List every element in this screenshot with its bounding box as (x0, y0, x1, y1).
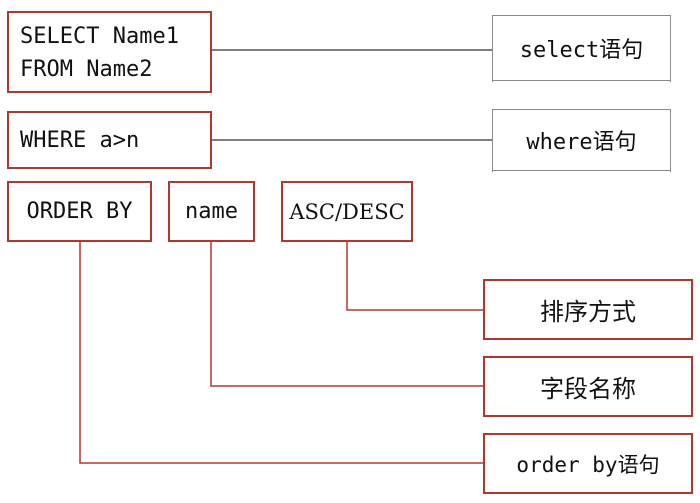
select-clause-label: select语句 (492, 14, 671, 82)
order-by-clause-text: order by语句 (516, 452, 660, 477)
select-line: SELECT Name1 (20, 24, 179, 49)
connector-field (210, 242, 484, 387)
field-name-box: 字段名称 (483, 356, 693, 417)
connector-order-by (79, 242, 484, 464)
field-name-text: 字段名称 (540, 375, 636, 403)
select-from-box: SELECT Name1 FROM Name2 (7, 11, 212, 93)
order-by-box: ORDER BY (7, 181, 152, 242)
direction-text: ASC/DESC (289, 199, 405, 224)
field-text: name (185, 199, 238, 224)
select-clause-text: select语句 (519, 38, 644, 63)
sort-method-text: 排序方式 (540, 298, 636, 326)
field-box: name (168, 181, 255, 242)
connector-direction (346, 242, 484, 311)
order-by-text: ORDER BY (26, 199, 133, 224)
sort-method-box: 排序方式 (483, 279, 693, 340)
where-text: WHERE a>n (20, 127, 140, 153)
direction-box: ASC/DESC (281, 181, 413, 242)
where-box: WHERE a>n (7, 111, 212, 169)
where-clause-text: where语句 (526, 130, 637, 155)
from-line: FROM Name2 (20, 57, 153, 82)
order-by-clause-box: order by语句 (483, 433, 693, 494)
where-clause-label: where语句 (492, 108, 671, 172)
